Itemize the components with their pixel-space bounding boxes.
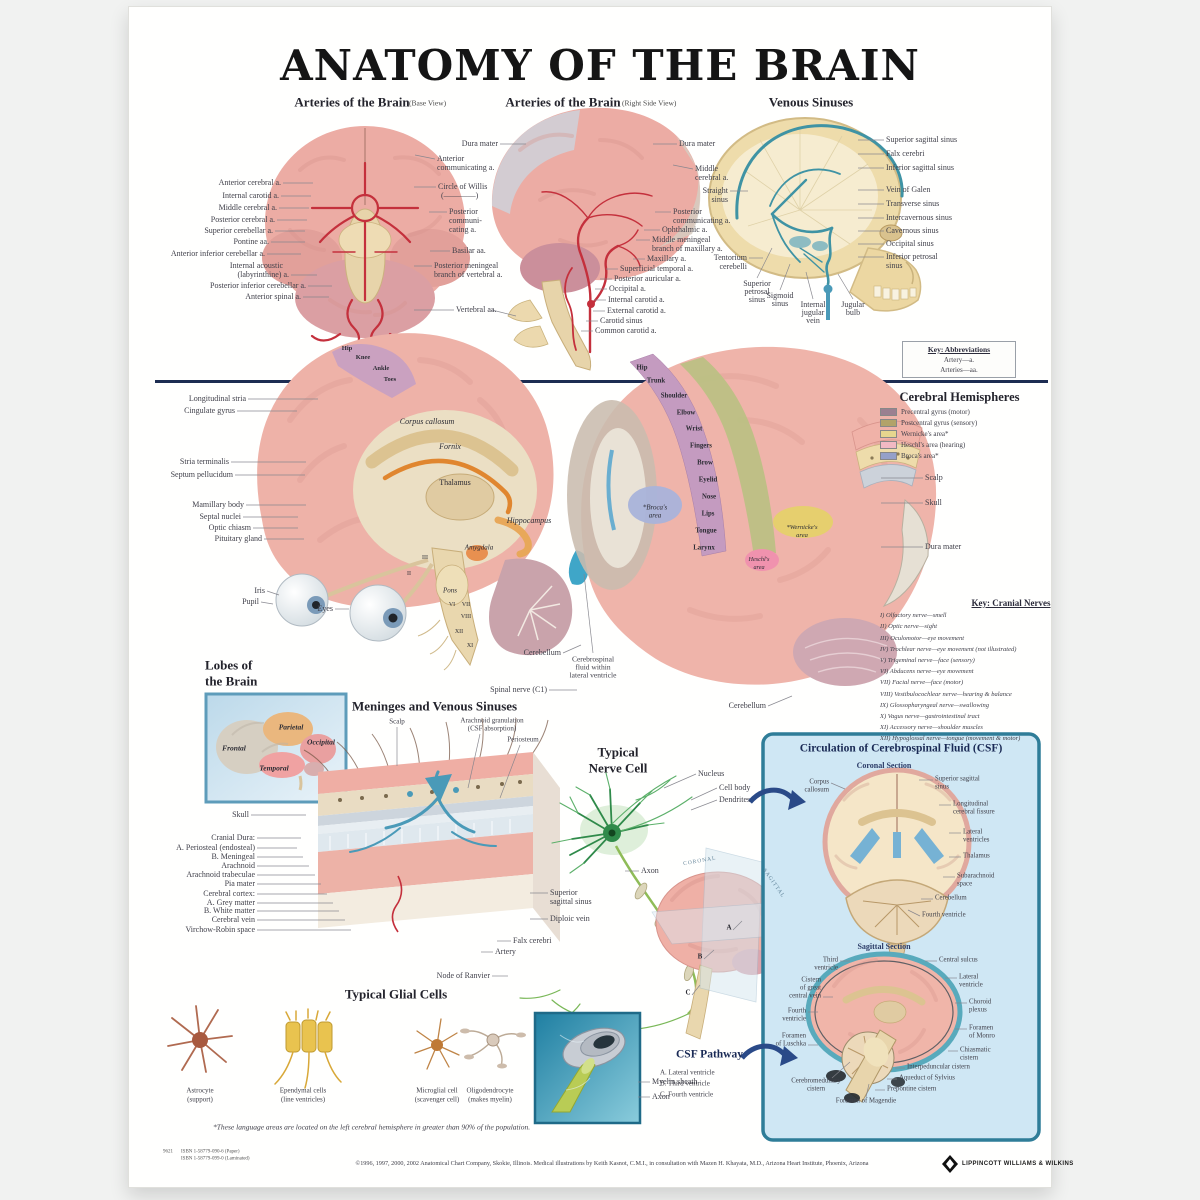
cranial-nerve-item: V) Trigeminal nerve—face (sensory) <box>880 656 975 664</box>
cranial-nerve-item: X) Vagus nerve—gastrointestinal tract <box>880 712 980 720</box>
abbreviation-item: Artery—a. <box>943 356 975 364</box>
legend-swatch <box>880 441 897 449</box>
abbreviations-key-items: Artery—a. Arteries—aa. <box>907 356 1011 374</box>
legend-row: Wernicke's area* <box>880 430 1047 438</box>
legend-row: Heschl's area (hearing) <box>880 441 1047 449</box>
cranial-nerve-item: VII) Facial nerve—face (motor) <box>880 679 964 687</box>
arteries-side-view-figure <box>491 107 701 371</box>
legend-title: Cerebral Hemispheres <box>899 390 1020 404</box>
glial-cells-figure <box>167 1005 526 1089</box>
legend-label: Broca's area* <box>901 452 939 460</box>
legend-label: Heschl's area (hearing) <box>901 441 966 449</box>
arteries-base-view-figure <box>262 126 470 352</box>
legend-swatch <box>880 452 897 460</box>
abbreviations-key-title: Key: Abbreviations <box>927 345 991 354</box>
cranial-nerve-item: IX) Glossopharyngeal nerve—swallowing <box>880 701 990 709</box>
myelin-inset-figure <box>533 1011 642 1125</box>
cranial-nerve-item: I) Olfactory nerve—smell <box>880 612 947 620</box>
venous-sinuses-figure <box>708 117 922 320</box>
legend-swatch <box>880 430 897 438</box>
medial-brain-figure <box>257 333 589 671</box>
abbreviations-key: Key: Abbreviations Artery—a. Arteries—aa. <box>902 341 1016 378</box>
legend-label: Wernicke's area* <box>901 430 949 438</box>
legend-row: Postcentral gyrus (sensory) <box>880 419 1047 427</box>
cranial-nerve-item: III) Oculomotor—eye movement <box>880 634 965 642</box>
legend-rows: Precentral gyrus (motor) Postcentral gyru… <box>872 408 1047 460</box>
legend-label: Precentral gyrus (motor) <box>901 408 970 416</box>
cranial-nerve-item: XI) Accessory nerve—shoulder muscles <box>880 724 983 732</box>
cranial-nerves-key: Key: Cranial Nerves I) Olfactory nerve—s… <box>880 598 1142 742</box>
cranial-nerve-item: VIII) Vestibulocochlear nerve—hearing & … <box>880 690 1012 698</box>
legend-row: Broca's area* <box>880 452 1047 460</box>
csf-panel-figure <box>740 732 1041 1142</box>
legend-label: Postcentral gyrus (sensory) <box>901 419 978 427</box>
lobes-inset-figure <box>204 692 348 804</box>
cranial-nerve-item: II) Optic nerve—sight <box>880 623 938 631</box>
lateral-brain-figure <box>567 346 937 686</box>
legend-swatch <box>880 419 897 427</box>
publisher-logo <box>942 1155 958 1173</box>
abbreviation-item: Arteries—aa. <box>940 366 978 374</box>
planes-brain-figure <box>651 847 801 1040</box>
leader-lines <box>231 139 967 1098</box>
cranial-nerve-item: VI) Abducens nerve—eye movement <box>880 668 974 676</box>
divider-rule <box>155 380 1048 383</box>
cranial-nerves-key-title: Key: Cranial Nerves <box>971 598 1051 608</box>
cerebral-hemispheres-legend: Cerebral Hemispheres Precentral gyrus (m… <box>872 390 1047 460</box>
legend-swatch <box>880 408 897 416</box>
legend-row: Precentral gyrus (motor) <box>880 408 1047 416</box>
meninges-figure <box>303 717 560 942</box>
cranial-nerve-item: IV) Trochlear nerve—eye movement (not il… <box>880 645 1017 653</box>
cranial-nerve-item: XII) Hypoglossal nerve—tongue (movement … <box>880 735 1021 743</box>
